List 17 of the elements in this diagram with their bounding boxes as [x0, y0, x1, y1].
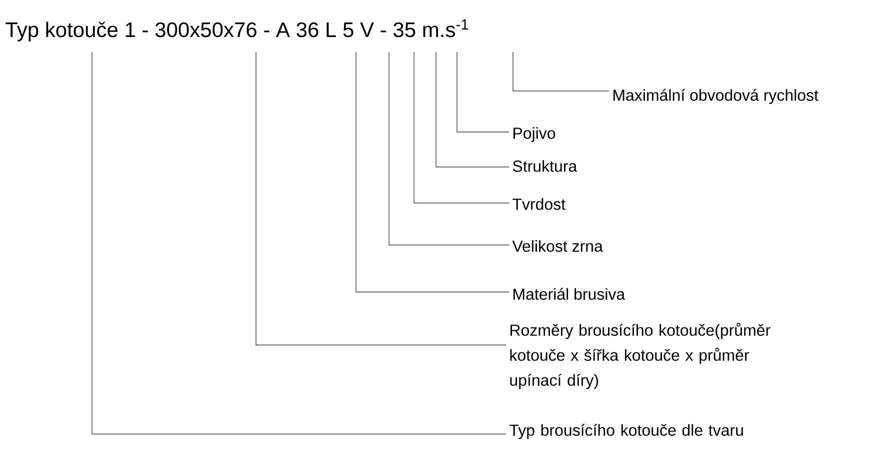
annotation-label: Velikost zrna: [512, 240, 603, 252]
leader-line: [92, 52, 506, 434]
annotation-label: Struktura: [512, 160, 578, 172]
annotation-label: Typ brousícího kotouče dle tvaru: [510, 424, 743, 440]
annotation-label: Rozměry brousícího kotouče(průměr kotouče x šířka kotouče x průměr upínací díry): [510, 322, 770, 390]
leader-line: [436, 52, 510, 168]
annotation-label: Pojivo: [514, 127, 556, 142]
leader-line: [388, 52, 510, 246]
annotation-label: Tvrdost: [512, 198, 566, 210]
leader-line: [256, 52, 506, 346]
leader-line: [356, 52, 510, 292]
annotation-label: Maximální obvodová rychlost: [614, 88, 818, 104]
annotation-label: Materiál brusiva: [514, 288, 626, 300]
leader-line: [456, 52, 510, 132]
title: Typ kotouče 1 - 300x50x76 - A 36 L 5 V - 35 m.s$^{-1}$: [6, 19, 468, 42]
leader-line: [512, 52, 610, 92]
leader-line: [414, 52, 510, 204]
